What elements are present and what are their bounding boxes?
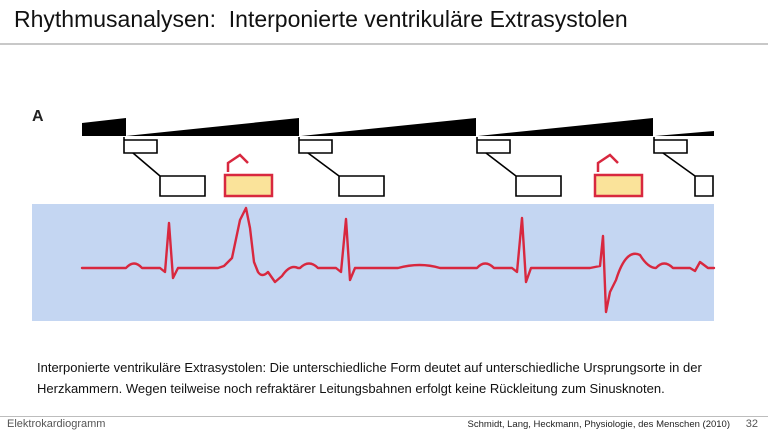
figure-caption: Interponierte ventrikuläre Extrasystolen… xyxy=(37,360,702,396)
sinus-ramp xyxy=(478,118,653,136)
conduction-paths xyxy=(123,137,714,197)
ecg-trace xyxy=(80,206,716,314)
footer-section-label: Elektrokardiogramm xyxy=(7,418,106,430)
ectopic-focus-marker-icon xyxy=(226,153,249,172)
slide-title: Rhythmusanalysen: Interponierte ventriku… xyxy=(14,6,628,32)
ectopic-focus-box xyxy=(223,173,274,198)
sinus-node-ramps xyxy=(82,118,714,136)
footer-divider xyxy=(0,416,768,417)
ectopic-focus-box xyxy=(593,173,644,198)
ectopic-focus-1 xyxy=(223,153,274,198)
panel-label: A xyxy=(32,108,44,125)
title-divider xyxy=(0,43,768,45)
ectopic-focus-2 xyxy=(593,153,644,198)
sinus-ramp xyxy=(301,118,476,136)
sinus-ramp xyxy=(82,118,126,136)
footer-source: Schmidt, Lang, Heckmann, Physiologie, de… xyxy=(467,419,730,430)
sinus-ramp xyxy=(126,118,299,136)
ectopic-focus-marker-icon xyxy=(596,153,619,172)
sinus-ramp xyxy=(655,131,714,136)
page-number: 32 xyxy=(745,418,758,430)
